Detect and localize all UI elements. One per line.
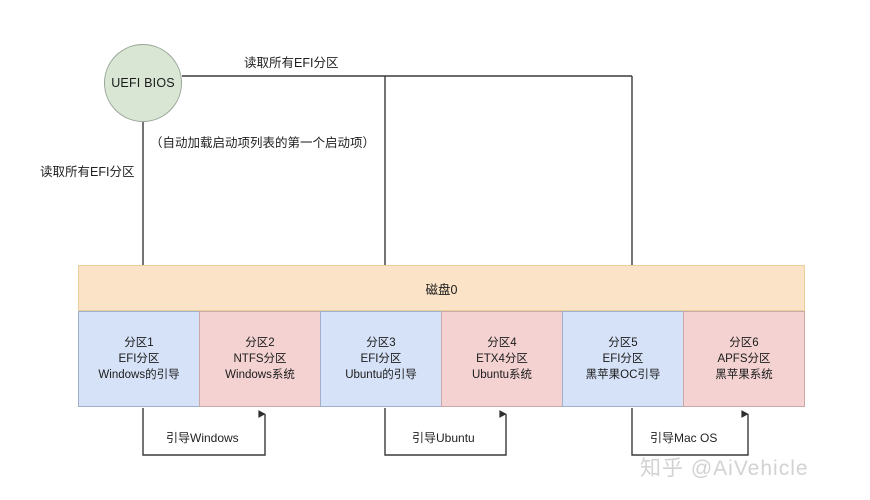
- uefi-bios-label: UEFI BIOS: [111, 76, 175, 90]
- partition-2[interactable]: 分区2 NTFS分区 Windows系统: [199, 311, 321, 407]
- partition-strip: 分区1 EFI分区 Windows的引导 分区2 NTFS分区 Windows系…: [78, 311, 805, 407]
- partition-5-type: EFI分区: [602, 353, 644, 365]
- partition-1[interactable]: 分区1 EFI分区 Windows的引导: [78, 311, 200, 407]
- partition-6-type: APFS分区: [717, 353, 771, 365]
- partition-4-index: 分区4: [487, 337, 517, 349]
- partition-3-type: EFI分区: [360, 353, 402, 365]
- watermark: 知乎 @AiVehicle: [640, 457, 809, 480]
- partition-4-type: ETX4分区: [476, 353, 528, 365]
- disk0-bar[interactable]: 磁盘0: [78, 265, 805, 311]
- disk0-label: 磁盘0: [425, 282, 458, 297]
- partition-2-index: 分区2: [245, 337, 275, 349]
- partition-1-role: Windows的引导: [98, 369, 180, 381]
- boot-label-ubuntu: 引导Ubuntu: [412, 431, 475, 445]
- partition-2-role: Windows系统: [225, 369, 295, 381]
- edge-label-autoload-first-entry: （自动加载启动项列表的第一个启动项）: [150, 136, 376, 150]
- partition-6-index: 分区6: [729, 337, 759, 349]
- boot-label-macos: 引导Mac OS: [650, 431, 718, 445]
- partition-6-role: 黑苹果系统: [715, 369, 773, 381]
- partition-4[interactable]: 分区4 ETX4分区 Ubuntu系统: [441, 311, 563, 407]
- partition-6[interactable]: 分区6 APFS分区 黑苹果系统: [683, 311, 805, 407]
- partition-2-type: NTFS分区: [233, 353, 287, 365]
- boot-label-windows: 引导Windows: [166, 431, 239, 445]
- partition-3-index: 分区3: [366, 337, 396, 349]
- partition-3[interactable]: 分区3 EFI分区 Ubuntu的引导: [320, 311, 442, 407]
- edge-label-read-all-efi-top: 读取所有EFI分区: [244, 56, 339, 70]
- edge-label-read-all-efi-left: 读取所有EFI分区: [40, 165, 135, 179]
- partition-4-role: Ubuntu系统: [471, 369, 533, 381]
- partition-5-index: 分区5: [608, 337, 638, 349]
- partition-1-type: EFI分区: [118, 353, 160, 365]
- partition-5[interactable]: 分区5 EFI分区 黑苹果OC引导: [562, 311, 684, 407]
- partition-1-index: 分区1: [124, 337, 154, 349]
- partition-5-role: 黑苹果OC引导: [585, 369, 661, 381]
- partition-3-role: Ubuntu的引导: [345, 369, 417, 381]
- uefi-bios-node[interactable]: UEFI BIOS: [104, 44, 182, 122]
